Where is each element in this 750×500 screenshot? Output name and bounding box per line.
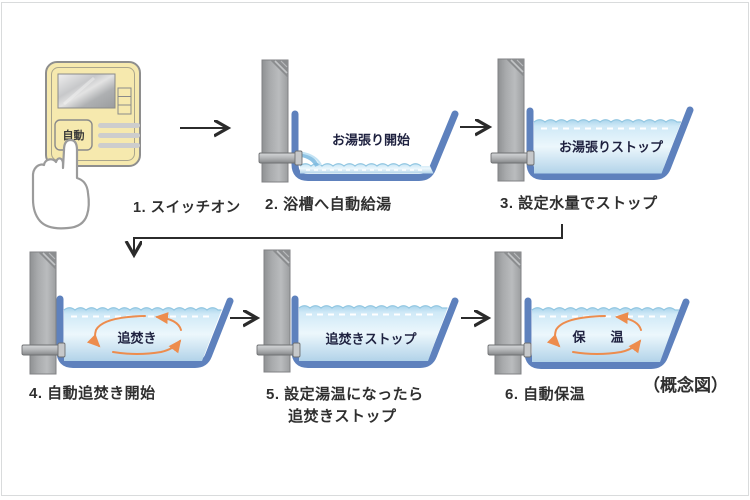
tub-status-text: お湯張り開始 [331, 132, 411, 148]
step2-label: 2. 浴槽へ自動給湯 [265, 196, 392, 213]
faucet-pipe [490, 150, 535, 166]
wall-column [29, 251, 57, 375]
step5-graphic [256, 249, 459, 373]
wall-column [261, 59, 289, 183]
step2-graphic [258, 59, 459, 183]
flow-arrows [134, 127, 563, 318]
flow-arrow-elbow-down-icon [134, 224, 563, 253]
tub-status-text: お湯張りストップ [558, 139, 664, 155]
auto-button-label: 自動 [63, 128, 85, 142]
water-stream [300, 153, 319, 167]
step6-graphic [487, 251, 690, 375]
step5-label-line1: 5. 設定湯温になったら [266, 386, 424, 403]
faucet-pipe [258, 150, 303, 166]
remote-controller: 自動 [31, 61, 141, 230]
step4-graphic [21, 251, 234, 375]
wall-column [494, 251, 522, 375]
remote-updown-buttons [117, 87, 132, 115]
tub-status-text: 追焚きストップ [325, 331, 417, 347]
pointing-hand-icon [31, 138, 90, 230]
step4-label: 4. 自動追焚き開始 [29, 385, 156, 402]
step6-label: 6. 自動保温 [505, 386, 586, 403]
water-full [64, 307, 222, 361]
water-full [299, 305, 448, 361]
water-full [534, 119, 681, 174]
faucet-pipe [487, 342, 532, 358]
step5-label-line2: 追焚きストップ [288, 408, 397, 425]
tub-status-text: 追焚き [117, 330, 157, 346]
step3-label: 3. 設定水量でストップ [500, 195, 658, 212]
remote-text-lines [98, 123, 140, 148]
faucet-pipe [256, 342, 301, 358]
faucet-pipe [21, 342, 66, 358]
auto-button: 自動 [54, 119, 93, 151]
bathtub [526, 106, 694, 180]
step3-graphic [490, 58, 694, 182]
remote-screen [57, 73, 116, 109]
step1-label: 1. スイッチオン [133, 200, 241, 216]
concept-note: （概念図） [643, 376, 728, 395]
tub-status-text: 保 温 [572, 329, 630, 345]
